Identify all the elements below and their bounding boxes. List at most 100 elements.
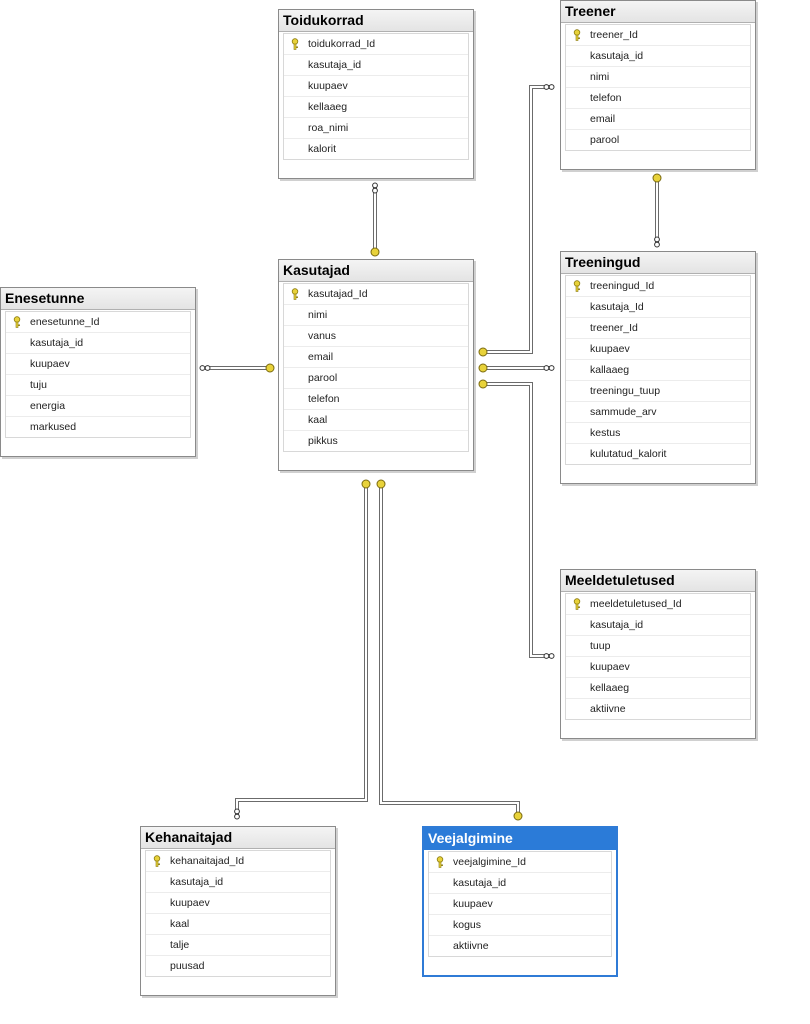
column-name: sammude_arv xyxy=(590,406,657,418)
column-row[interactable]: parool xyxy=(284,368,468,389)
primary-key-column[interactable]: kasutajad_Id xyxy=(284,284,468,305)
column-row[interactable]: aktiivne xyxy=(429,936,611,956)
column-row[interactable]: tuju xyxy=(6,375,190,396)
column-row[interactable]: kaal xyxy=(146,914,330,935)
column-row[interactable]: kellaaeg xyxy=(566,678,750,699)
column-name: kasutajad_Id xyxy=(308,288,368,300)
column-row[interactable]: kulutatud_kalorit xyxy=(566,444,750,464)
column-name: vanus xyxy=(308,330,337,342)
column-row[interactable]: talje xyxy=(146,935,330,956)
column-row[interactable]: kasutaja_Id xyxy=(566,297,750,318)
column-name: parool xyxy=(308,372,338,384)
column-icon-slot xyxy=(568,444,586,464)
rel-kasutajad-meeldetuletused[interactable] xyxy=(483,382,552,658)
one-end-key-icon xyxy=(361,479,371,489)
table-footer xyxy=(424,957,616,975)
table-footer xyxy=(1,438,195,456)
table-title[interactable]: Treeningud xyxy=(561,252,755,274)
primary-key-column[interactable]: treener_Id xyxy=(566,25,750,46)
column-row[interactable]: kuupaev xyxy=(566,657,750,678)
table-title[interactable]: Toidukorrad xyxy=(279,10,473,32)
column-name: talje xyxy=(170,939,190,951)
table-title[interactable]: Treener xyxy=(561,1,755,23)
column-row[interactable]: kellaaeg xyxy=(284,97,468,118)
column-name: pikkus xyxy=(308,435,338,447)
column-row[interactable]: kestus xyxy=(566,423,750,444)
column-row[interactable]: kuupaev xyxy=(146,893,330,914)
column-row[interactable]: kasutaja_id xyxy=(146,872,330,893)
table-title[interactable]: Enesetunne xyxy=(1,288,195,310)
table-footer xyxy=(141,977,335,995)
column-row[interactable]: kalorit xyxy=(284,139,468,159)
column-row[interactable]: parool xyxy=(566,130,750,150)
one-end-key-icon xyxy=(370,247,380,257)
column-row[interactable]: nimi xyxy=(284,305,468,326)
key-icon xyxy=(568,594,586,614)
column-name: nimi xyxy=(590,71,610,83)
column-icon-slot xyxy=(8,333,26,353)
column-row[interactable]: kuupaev xyxy=(429,894,611,915)
column-name: energia xyxy=(30,400,66,412)
column-row[interactable]: markused xyxy=(6,417,190,437)
rel-kasutajad-veejalgimine[interactable] xyxy=(379,484,520,818)
column-row[interactable]: kogus xyxy=(429,915,611,936)
column-name: kaal xyxy=(308,414,328,426)
column-row[interactable]: puusad xyxy=(146,956,330,976)
primary-key-column[interactable]: treeningud_Id xyxy=(566,276,750,297)
column-row[interactable]: vanus xyxy=(284,326,468,347)
primary-key-column[interactable]: veejalgimine_Id xyxy=(429,852,611,873)
column-row[interactable]: kaal xyxy=(284,410,468,431)
column-row[interactable]: pikkus xyxy=(284,431,468,451)
column-row[interactable]: roa_nimi xyxy=(284,118,468,139)
column-row[interactable]: nimi xyxy=(566,67,750,88)
column-row[interactable]: aktiivne xyxy=(566,699,750,719)
primary-key-column[interactable]: meeldetuletused_Id xyxy=(566,594,750,615)
column-row[interactable]: telefon xyxy=(284,389,468,410)
table-title[interactable]: Kasutajad xyxy=(279,260,473,282)
column-row[interactable]: kasutaja_id xyxy=(284,55,468,76)
table-title[interactable]: Veejalgimine xyxy=(424,828,616,850)
column-row[interactable]: kasutaja_id xyxy=(429,873,611,894)
column-row[interactable]: kasutaja_id xyxy=(566,615,750,636)
column-name: email xyxy=(590,113,616,125)
column-name: tuup xyxy=(590,640,611,652)
primary-key-column[interactable]: kehanaitajad_Id xyxy=(146,851,330,872)
column-row[interactable]: kuupaev xyxy=(284,76,468,97)
primary-key-column[interactable]: enesetunne_Id xyxy=(6,312,190,333)
column-row[interactable]: telefon xyxy=(566,88,750,109)
column-row[interactable]: kasutaja_id xyxy=(566,46,750,67)
column-row[interactable]: sammude_arv xyxy=(566,402,750,423)
rel-kasutajad-kehanaitajad[interactable] xyxy=(235,484,368,818)
primary-key-column[interactable]: toidukorrad_Id xyxy=(284,34,468,55)
column-row[interactable]: treeningu_tuup xyxy=(566,381,750,402)
column-row[interactable]: kuupaev xyxy=(566,339,750,360)
column-row[interactable]: tuup xyxy=(566,636,750,657)
column-row[interactable]: kasutaja_id xyxy=(6,333,190,354)
key-icon xyxy=(148,851,166,871)
column-row[interactable]: treener_Id xyxy=(566,318,750,339)
column-row[interactable]: kuupaev xyxy=(6,354,190,375)
column-icon-slot xyxy=(148,893,166,913)
column-row[interactable]: email xyxy=(566,109,750,130)
column-row[interactable]: kallaaeg xyxy=(566,360,750,381)
column-row[interactable]: energia xyxy=(6,396,190,417)
column-row[interactable]: email xyxy=(284,347,468,368)
table-title[interactable]: Meeldetuletused xyxy=(561,570,755,592)
table-footer xyxy=(279,160,473,178)
column-name: telefon xyxy=(590,92,622,104)
column-icon-slot xyxy=(431,894,449,914)
table-title[interactable]: Kehanaitajad xyxy=(141,827,335,849)
rel-kasutajad-treener[interactable] xyxy=(483,85,552,354)
column-icon-slot xyxy=(568,67,586,87)
